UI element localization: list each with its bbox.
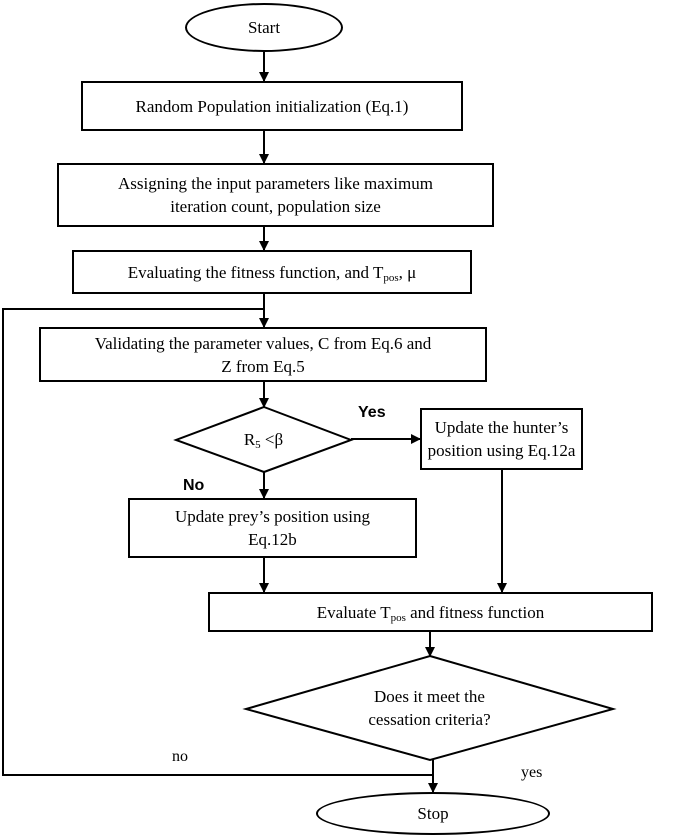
start-terminal: Start (185, 3, 343, 52)
decision-cessation (242, 654, 617, 762)
init-label: Random Population initialization (Eq.1) (135, 96, 409, 116)
init-box: Random Population initialization (Eq.1) (81, 81, 463, 131)
evaluate-tpos-box: Evaluate Tpos and fitness function (208, 592, 653, 632)
evaluate-fitness-box: Evaluating the fitness function, and Tpo… (72, 250, 472, 294)
update-prey-box: Update prey’s position using Eq.12b (128, 498, 417, 558)
loop-no-label: no (172, 748, 188, 765)
validate-params-line2: Z from Eq.5 (221, 356, 305, 376)
update-prey-line2: Eq.12b (248, 530, 297, 549)
start-label: Start (247, 17, 281, 37)
assign-params-box: Assigning the input parameters like maxi… (57, 163, 494, 227)
exit-yes-label: yes (521, 764, 543, 781)
update-hunter-box: Update the hunter’s position using Eq.12… (420, 408, 583, 470)
stop-terminal: Stop (316, 792, 550, 835)
update-hunter-line2: position using Eq.12a (427, 441, 576, 460)
loop-back-line (2, 308, 432, 776)
validate-params-box: Validating the parameter values, C from … (39, 327, 487, 382)
stop-label: Stop (417, 803, 449, 823)
validate-params-line1: Validating the parameter values, C from … (94, 333, 432, 353)
decision-cessation-label: Does it meet the cessation criteria? (368, 687, 491, 729)
no-branch-label: No (183, 477, 205, 494)
assign-params-line2: iteration count, population size (170, 197, 381, 216)
evaluate-fitness-label: Evaluating the fitness function, and Tpo… (127, 262, 417, 284)
decision-r5-beta (173, 405, 354, 474)
assign-params-line1: Assigning the input parameters like maxi… (118, 174, 433, 193)
evaluate-tpos-label: Evaluate Tpos and fitness function (316, 602, 545, 624)
yes-branch-label: Yes (358, 404, 386, 421)
update-prey-line1: Update prey’s position using (174, 507, 370, 526)
update-hunter-line1: Update the hunter’s (434, 418, 569, 437)
decision-r5-label: R5 <β (243, 430, 284, 451)
